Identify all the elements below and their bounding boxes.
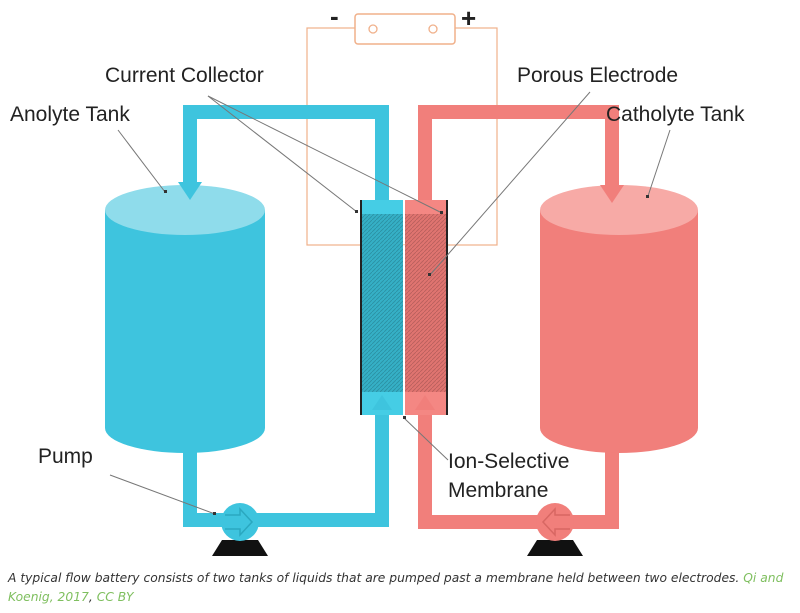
leader-dots xyxy=(164,190,649,515)
flow-battery-diagram: - + xyxy=(10,1,745,556)
anolyte-tank-label: Anolyte Tank xyxy=(10,103,130,126)
citation-link[interactable]: Qi and Koenig, 2017 xyxy=(8,571,784,604)
anolyte-pump xyxy=(212,503,268,556)
membrane-label-line2: Membrane xyxy=(448,479,548,502)
catholyte-tank xyxy=(540,185,698,453)
catholyte-pump xyxy=(527,503,583,556)
catholyte-tank-label: Catholyte Tank xyxy=(606,103,745,126)
porous-electrode-label: Porous Electrode xyxy=(517,64,678,87)
minus-terminal-label: - xyxy=(330,1,339,31)
electrochemical-cell xyxy=(360,200,448,415)
pump-label: Pump xyxy=(38,445,93,468)
figure-caption: A typical flow battery consists of two t… xyxy=(8,569,798,607)
catholyte-inflow-arrow xyxy=(600,185,624,203)
anolyte-tank xyxy=(105,185,265,453)
caption-separator: , xyxy=(88,590,93,604)
caption-text: A typical flow battery consists of two t… xyxy=(8,571,740,585)
plus-terminal-label: + xyxy=(461,3,476,33)
battery-load xyxy=(354,13,456,45)
leader-lines xyxy=(109,91,671,515)
anolyte-inflow-arrow xyxy=(178,182,202,200)
current-collector-label: Current Collector xyxy=(105,64,264,87)
membrane-label-line1: Ion-Selective xyxy=(448,450,569,473)
license-link[interactable]: CC BY xyxy=(96,590,134,604)
